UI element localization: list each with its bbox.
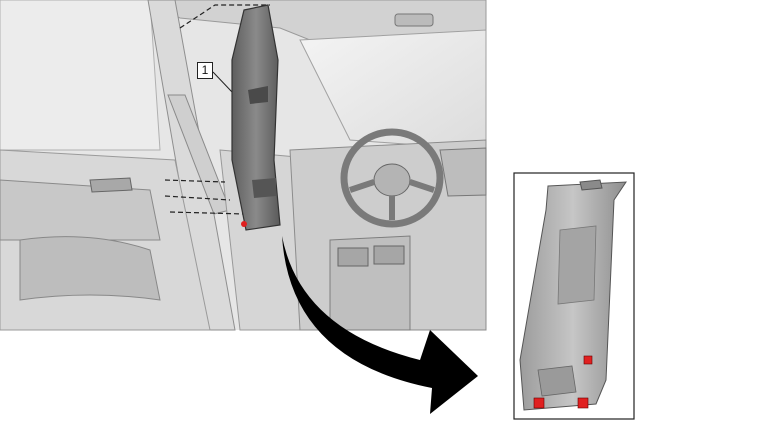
detail-lower-cutout (537, 365, 577, 397)
door-armrest (0, 179, 161, 241)
detail-top-tab (579, 179, 603, 191)
trim-panel-vent (248, 86, 268, 104)
door-handle (89, 177, 133, 193)
detail-view-inset (513, 172, 635, 420)
steering-spokes (349, 179, 435, 220)
trim-panel-opening (252, 178, 276, 198)
leader-line-top (179, 4, 270, 29)
pillar-trim-panel (231, 4, 281, 231)
rearview-mirror (394, 13, 434, 27)
callout-leader (212, 71, 233, 93)
detail-clips (533, 355, 593, 409)
callout-number: 1 (197, 62, 213, 79)
air-vent-right (373, 245, 405, 265)
clip-marker-icon (577, 397, 589, 409)
leader-lines-lower (164, 179, 246, 215)
instrument-cluster (439, 147, 487, 197)
steering-wheel (340, 128, 444, 228)
door-pocket (19, 236, 161, 301)
curved-arrow-icon (282, 236, 478, 414)
clip-marker-icon (583, 355, 593, 365)
side-window (0, 0, 161, 151)
steering-hub (373, 163, 411, 197)
detail-rib-area (557, 225, 597, 305)
air-vent-left (337, 247, 369, 267)
clip-marker-icon (533, 397, 545, 409)
vehicle-interior-illustration (0, 0, 487, 331)
clip-marker-icon (241, 221, 247, 227)
